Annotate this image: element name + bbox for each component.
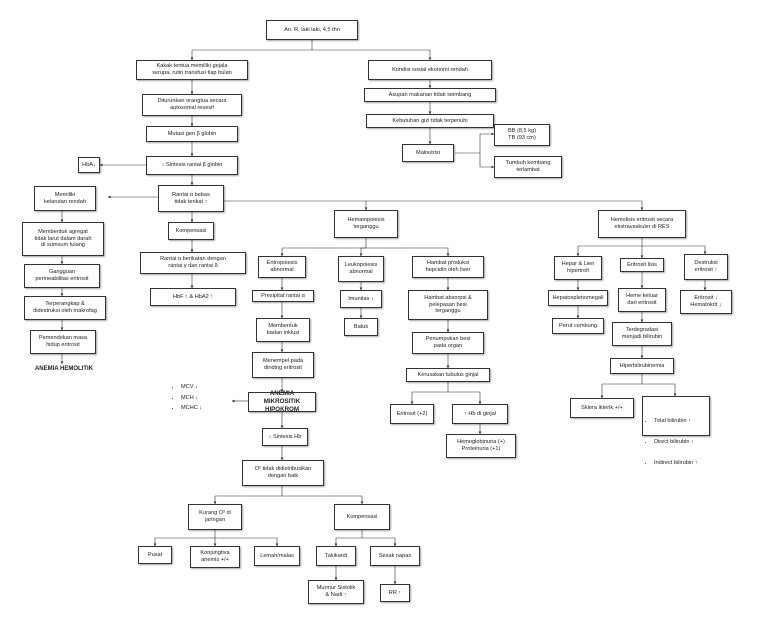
family-history-node: Kakak tentua memiliki gejala serupa, rut… xyxy=(136,60,248,80)
respiratory-rate-node: RR ↑ xyxy=(380,584,410,602)
bilirubin-degradation-node: Terdegradasi menjadi bilirubin xyxy=(612,322,672,346)
hemoglobinuria-node: Hemoglobinuria (+) Proteinuria (+1) xyxy=(446,434,516,458)
distended-abdomen-node: Perut cembung xyxy=(552,318,604,334)
heme-release-node: Heme keluar dari eritrosit xyxy=(618,288,666,312)
leukopoiesis-node: Leukopoiesis abnormal xyxy=(338,256,384,282)
total-bilirubin-item: Total bilirubin ↑ xyxy=(654,416,707,427)
hemolytic-anemia-label: ANEMIA HEMOLITIK xyxy=(34,366,94,372)
tachycardia-node: Takikardi xyxy=(316,546,356,566)
hepatosplenomegaly-node: Hepatosplenomegali xyxy=(548,290,608,306)
hepatosplenic-node: Hepar & Lien hipertrofi xyxy=(554,256,602,280)
hbf-node: HbF ↑ & HbA2 ↑ xyxy=(150,288,236,306)
macrophage-node: Terperangkap & didestruksi oleh makrofag xyxy=(24,296,106,320)
erythrocyte-destruction-node: Destruksi eritrosit ↑ xyxy=(684,254,728,280)
erythrocyte-lysis-node: Eritrosit lisis xyxy=(620,258,664,272)
socioeconomic-node: Kondisi sosial ekonomi rendah xyxy=(368,60,492,80)
microcytic-anemia-node: ANEMIA MIKROSITIK HIPOKROM xyxy=(248,390,316,413)
alpha-precipitate-node: Presipitat rantai α xyxy=(252,290,314,302)
permeability-node: Gangguan permeabilitas eritrosit xyxy=(24,264,100,288)
attach-membrane-node: Menempel pada dinding eritrosit xyxy=(252,352,314,378)
short-lifespan-node: Pemendekan masa hidup eritrosit xyxy=(30,330,96,354)
dizziness-node: Pusat xyxy=(138,546,172,564)
hematopoiesis-node: Hematopoiesis terganggu xyxy=(334,210,398,238)
weight-height-node: BB (8,5 kg) TB (93 cm) xyxy=(494,124,550,146)
nutrition-need-node: Kebutuhan gizi tidak terpenuhi xyxy=(366,114,494,128)
iron-accumulation-node: Penumpukan besi pada organ xyxy=(412,332,484,354)
red-cell-indices-list: MCV ↓ MCH ↓ MCHC ↓ xyxy=(172,382,232,414)
tissue-hypoxia-node: Kurang O² di jaringan xyxy=(188,504,242,530)
free-alpha-chain-node: Rantai α bebas tidak terikat ↑ xyxy=(158,185,224,212)
direct-bilirubin-item: Direct bilirubin ↑ xyxy=(654,437,707,448)
beta-synthesis-node: ↓ Sintesis rantai β globin xyxy=(146,156,238,175)
hepcidin-node: Hambat produksi hepcidin oleh liver xyxy=(412,256,484,278)
gene-mutation-node: Mutasi gen β globin xyxy=(146,126,238,142)
oxygen-distribution-node: O² tidak didistribusikan dengan baik xyxy=(242,460,324,486)
cough-node: Batuk xyxy=(344,318,378,336)
immunity-node: Imunitas ↓ xyxy=(340,290,382,308)
gamma-delta-node: Rantai α berikatan dengan rantai γ dan r… xyxy=(140,252,246,274)
low-solubility-node: Memiliki kelarutan rendah xyxy=(34,186,96,211)
iron-absorption-node: Hambat absorpsi & pelepasan besi tergang… xyxy=(408,290,488,320)
compensation-node-2: Kompensasi xyxy=(334,504,390,530)
malnutrition-node: Malnutrisi xyxy=(402,144,454,162)
fatigue-node: Lemah/malas xyxy=(254,546,300,566)
growth-delay-node: Tumbuh kembang terlambat xyxy=(494,156,562,178)
hb-synthesis-node: ↓ Sintesis Hb xyxy=(262,428,308,446)
hba-node: HbA↓ xyxy=(78,157,100,173)
urine-erythrocyte-node: Eritrosit (+2) xyxy=(390,404,434,424)
patient-node: An. R, laki laki, 4,5 thn xyxy=(266,20,358,40)
indirect-bilirubin-item: Indirect bilirubin ↑ xyxy=(654,458,707,469)
hyperbilirubinemia-node: Hiperbilirubinemia xyxy=(610,358,674,374)
scleral-icterus-node: Sklera ikterik +/+ xyxy=(570,398,634,418)
bilirubin-panel: Total bilirubin ↑ Direct bilirubin ↑ Ind… xyxy=(642,396,710,466)
erythrocyte-hematocrit-node: Eritrosit ↓ Hematokrit ↓ xyxy=(680,290,732,314)
renal-tubule-node: Kerusakan tubulus ginjal xyxy=(406,368,490,382)
intake-node: Asupan makanan tidak seimbang xyxy=(364,88,496,102)
aggregate-node: Membentuk agregat tidak larut dalam dara… xyxy=(22,222,104,256)
mchc-item: MCHC ↓ xyxy=(181,403,232,414)
compensation-node-1: Kompensasi xyxy=(168,222,214,240)
dyspnea-node: Sesak napas xyxy=(370,546,420,566)
mcv-item: MCV ↓ xyxy=(181,382,232,393)
renal-hb-node: ↑ Hb di ginjal xyxy=(452,404,508,424)
mch-item: MCH ↓ xyxy=(181,393,232,404)
erythropoiesis-node: Eritropoiesis abnormal xyxy=(258,256,306,278)
inclusion-body-node: Membentuk badan inklusi xyxy=(256,318,310,342)
inheritance-node: Diturunkan orangtua secara autosomal res… xyxy=(142,94,242,116)
murmur-node: Murmur Sistolik & Nadi ↑ xyxy=(308,580,364,604)
extravascular-hemolysis-node: Hemolisis eritrosit secara ekstravaskule… xyxy=(598,210,686,238)
conjunctiva-node: Konjungtiva anemis +/+ xyxy=(190,546,240,568)
